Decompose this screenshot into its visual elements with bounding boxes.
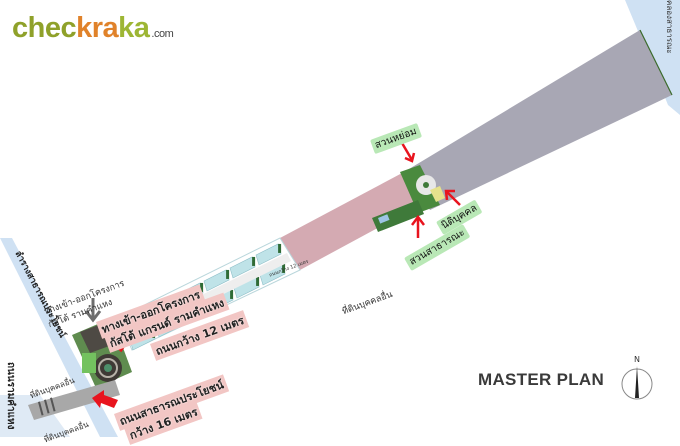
logo-part3: ka bbox=[118, 12, 150, 44]
logo-part1: chec bbox=[12, 12, 77, 44]
label-canal-top-right: คลองสาธารณะ bbox=[665, 0, 674, 54]
pink-zone bbox=[280, 172, 420, 270]
canal-left bbox=[0, 238, 118, 437]
green-divider bbox=[252, 256, 256, 266]
townhouse-block bbox=[203, 269, 230, 292]
entrance-red-arrow bbox=[92, 390, 118, 408]
green-divider bbox=[282, 263, 286, 273]
logo-suffix: .com bbox=[151, 28, 174, 40]
green-divider bbox=[256, 276, 260, 286]
compass-north-icon: N bbox=[621, 355, 653, 400]
master-plan-title: MASTER PLAN bbox=[478, 370, 605, 389]
green-divider bbox=[230, 289, 234, 299]
townhouse-block bbox=[229, 256, 256, 279]
checkraka-logo: checkraka.com bbox=[12, 12, 174, 44]
compass-north-label: N bbox=[634, 355, 640, 364]
green-divider bbox=[200, 282, 204, 292]
green-divider bbox=[278, 243, 282, 253]
logo-part2: kra bbox=[76, 12, 119, 44]
gray-arrow bbox=[84, 298, 102, 323]
public-road-16m bbox=[28, 380, 120, 420]
juristic-building bbox=[430, 186, 445, 202]
public-park bbox=[372, 200, 424, 232]
label-road-ramkhamhaeng: ถนนรามคำแหง bbox=[5, 362, 16, 430]
townhouse-block bbox=[255, 243, 282, 266]
green-divider bbox=[226, 269, 230, 279]
gray-zone bbox=[404, 30, 672, 210]
